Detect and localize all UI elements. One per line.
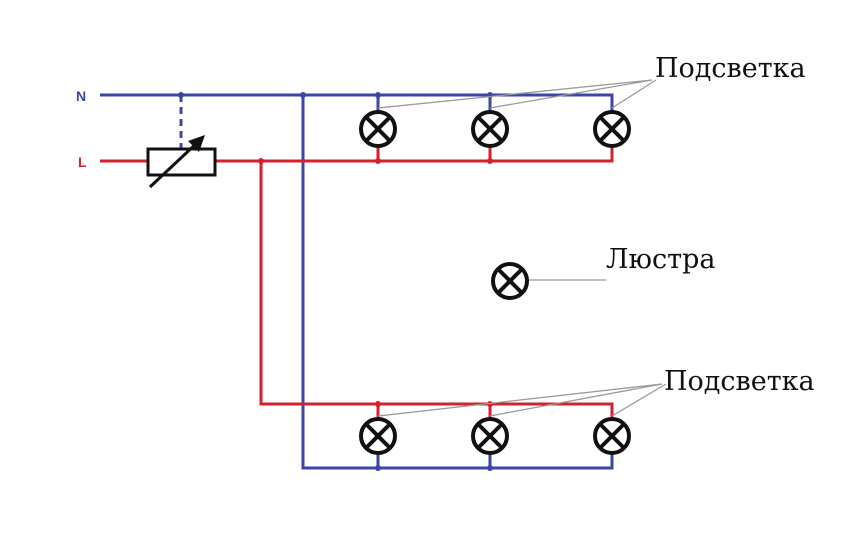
leader-line (489, 383, 663, 417)
junction-node (487, 158, 493, 164)
dimmer-arrow-shaft (148, 140, 200, 189)
bottom-group-label: Подсветка (664, 366, 815, 397)
junction-node (375, 158, 381, 164)
leader-line (377, 79, 653, 109)
lamp-icon (359, 417, 397, 455)
leader-line (611, 383, 667, 417)
lamp-icon (359, 110, 397, 148)
neutral-vertical-wire (301, 95, 614, 470)
chandelier-lamp-icon (491, 262, 529, 300)
top-lamp-group (359, 110, 631, 148)
neutral-main-wire (100, 93, 614, 112)
live-line-label: L (78, 154, 87, 170)
bottom-lamp-group (359, 417, 631, 455)
leader-lines (377, 79, 667, 417)
leader-line (377, 383, 663, 417)
junction-node (178, 92, 184, 98)
lamp-icon (471, 417, 509, 455)
junction-nodes (178, 92, 493, 471)
junction-node (258, 158, 264, 164)
live-main-wire (215, 146, 614, 163)
live-wiring (100, 146, 614, 419)
lamp-icon (471, 110, 509, 148)
dimmer-arrow-head (188, 135, 205, 152)
lamp-icon (593, 417, 631, 455)
top-group-label: Подсветка (655, 53, 806, 84)
junction-node (487, 465, 493, 471)
variable-resistor-icon (146, 135, 217, 189)
lamp-icon (593, 110, 631, 148)
leader-line (489, 79, 653, 109)
dimmer-body (146, 147, 217, 177)
junction-node (375, 465, 381, 471)
live-vertical-wire (259, 161, 614, 419)
junction-node (300, 92, 306, 98)
leader-line (611, 79, 657, 109)
junction-node (375, 401, 381, 407)
neutral-line-label: N (76, 88, 86, 104)
chandelier-label: Люстра (606, 244, 715, 275)
junction-node (375, 92, 381, 98)
